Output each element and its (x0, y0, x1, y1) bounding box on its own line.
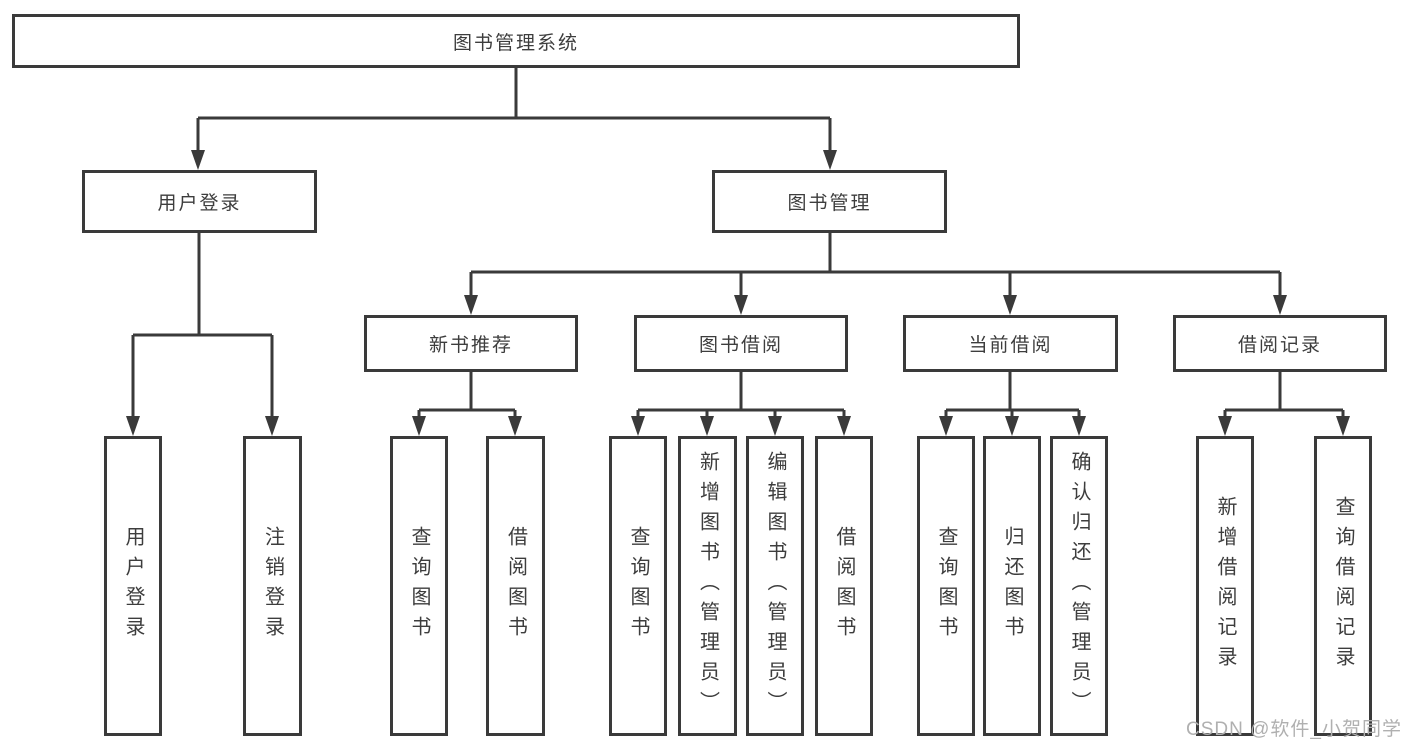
leaf-user-login: 用户登录 (104, 436, 162, 736)
node-current-borrow: 当前借阅 (903, 315, 1118, 372)
leaf-query-books-recommend: 查询图书 (390, 436, 448, 736)
node-borrow-records: 借阅记录 (1173, 315, 1387, 372)
leaf-logout: 注销登录 (243, 436, 302, 736)
leaf-borrow-books: 借阅图书 (815, 436, 873, 736)
leaf-edit-book-admin: 编辑图书（管理员） (746, 436, 804, 736)
leaf-query-books-borrow-label: 查询图书 (627, 526, 649, 646)
leaf-confirm-return-admin-label: 确认归还（管理员） (1068, 451, 1090, 721)
leaf-return-book-label: 归还图书 (1001, 526, 1023, 646)
watermark: CSDN @软件_小贺同学 (1186, 719, 1402, 740)
leaf-query-borrow-record-label: 查询借阅记录 (1332, 496, 1354, 676)
leaf-logout-label: 注销登录 (261, 526, 284, 646)
node-book-management: 图书管理 (712, 170, 947, 233)
leaf-user-login-label: 用户登录 (122, 526, 144, 646)
leaf-query-books-recommend-label: 查询图书 (408, 526, 430, 646)
node-root: 图书管理系统 (12, 14, 1020, 68)
leaf-add-borrow-record-label: 新增借阅记录 (1214, 496, 1236, 676)
node-root-label: 图书管理系统 (452, 32, 579, 54)
node-book-borrow: 图书借阅 (634, 315, 848, 372)
connector-root (196, 68, 832, 152)
leaf-edit-book-admin-label: 编辑图书（管理员） (764, 451, 786, 721)
node-new-book-recommend-label: 新书推荐 (428, 335, 513, 356)
connector-current-borrow (944, 372, 1081, 418)
leaf-confirm-return-admin: 确认归还（管理员） (1050, 436, 1108, 736)
node-user-login-branch-label: 用户登录 (157, 193, 242, 214)
node-book-borrow-label: 图书借阅 (698, 335, 783, 356)
leaf-borrow-books-recommend-label: 借阅图书 (504, 526, 527, 646)
leaf-query-borrow-record: 查询借阅记录 (1314, 436, 1372, 736)
leaf-add-book-admin: 新增图书（管理员） (678, 436, 737, 736)
leaf-query-books-current: 查询图书 (917, 436, 975, 736)
leaf-add-borrow-record: 新增借阅记录 (1196, 436, 1254, 736)
connector-new-book (417, 372, 517, 418)
connector-user-login (131, 233, 274, 418)
node-book-management-label: 图书管理 (787, 193, 872, 214)
arrowheads (126, 150, 1350, 436)
node-new-book-recommend: 新书推荐 (364, 315, 578, 372)
node-current-borrow-label: 当前借阅 (968, 335, 1053, 356)
leaf-query-books-current-label: 查询图书 (935, 526, 957, 646)
leaf-add-book-admin-label: 新增图书（管理员） (696, 451, 719, 721)
leaf-borrow-books-label: 借阅图书 (833, 526, 855, 646)
leaf-query-books-borrow: 查询图书 (609, 436, 667, 736)
node-user-login-branch: 用户登录 (82, 170, 317, 233)
leaf-return-book: 归还图书 (983, 436, 1041, 736)
node-borrow-records-label: 借阅记录 (1237, 335, 1322, 356)
leaf-borrow-books-recommend: 借阅图书 (486, 436, 545, 736)
connector-borrow-records (1223, 372, 1345, 418)
connector-book-borrow (636, 372, 846, 418)
connector-book-management (469, 233, 1282, 297)
